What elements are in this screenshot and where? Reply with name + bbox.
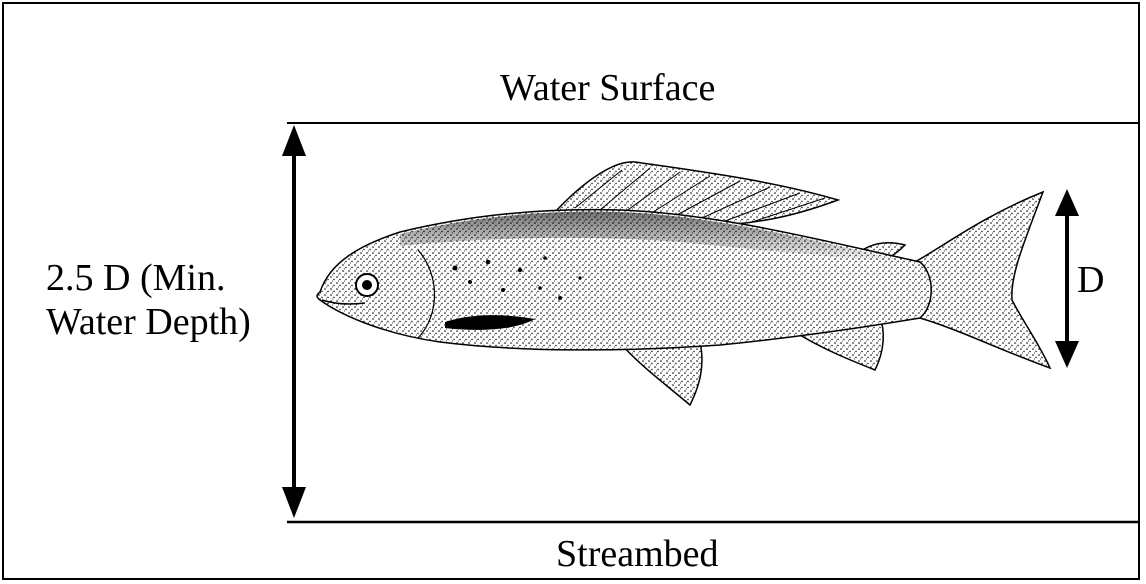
min-water-depth-label: 2.5 D (Min. Water Depth)	[46, 256, 286, 344]
water-surface-label: Water Surface	[500, 66, 715, 110]
fish-depth-label: D	[1077, 258, 1104, 302]
streambed-label: Streambed	[556, 532, 719, 576]
grayling-fish-icon	[317, 162, 1050, 405]
fish-depth-arrow	[1055, 189, 1079, 368]
